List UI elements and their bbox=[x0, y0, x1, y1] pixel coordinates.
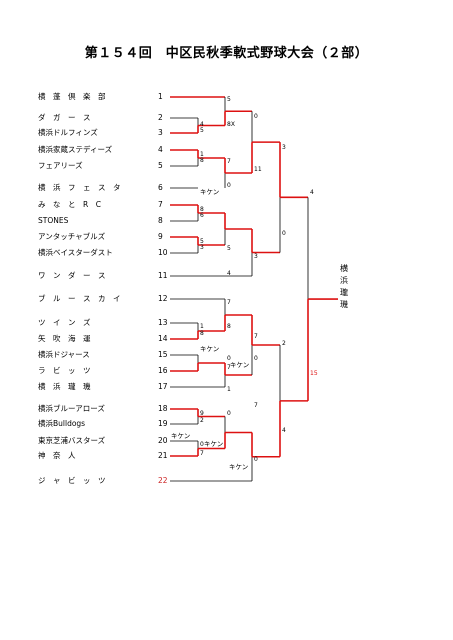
score-label: 0 bbox=[254, 355, 258, 362]
team-name: 神 奈 人 bbox=[38, 451, 76, 460]
forfeit-note: キケン bbox=[229, 463, 249, 471]
score-label: 0 bbox=[200, 441, 204, 448]
team-seed: 19 bbox=[158, 419, 168, 428]
score-label: 1 bbox=[200, 323, 204, 330]
team-seed: 15 bbox=[158, 350, 168, 359]
team-seed: 5 bbox=[158, 161, 163, 170]
forfeit-note: キケン bbox=[230, 361, 250, 369]
score-label: 6 bbox=[200, 212, 204, 219]
team-seed: 22 bbox=[158, 476, 168, 485]
team-name: 横浜ドジャース bbox=[38, 350, 90, 359]
team-name: 横浜家蔵ステディーズ bbox=[38, 145, 113, 154]
score-label: 8 bbox=[200, 330, 204, 337]
score-label: 1 bbox=[227, 386, 231, 393]
team-seed: 14 bbox=[158, 334, 168, 343]
score-label: 8 bbox=[200, 157, 204, 164]
forfeit-note: キケン bbox=[200, 345, 220, 353]
team-name: 横浜ベイスターダスト bbox=[38, 248, 113, 257]
score-label: 4 bbox=[227, 270, 231, 277]
team-name: 横浜ドルフィンズ bbox=[38, 128, 98, 137]
score-label: 0 bbox=[254, 456, 258, 463]
forfeit-note: キケン bbox=[204, 440, 224, 448]
team-name: フェアリーズ bbox=[38, 161, 83, 170]
team-name: ダ ガ ー ス bbox=[38, 113, 91, 122]
team-seed: 17 bbox=[158, 382, 168, 391]
team-seed: 1 bbox=[158, 92, 163, 101]
team-seed: 13 bbox=[158, 318, 168, 327]
score-label: 1 bbox=[200, 151, 204, 158]
score-label: 3 bbox=[282, 144, 286, 151]
score-label: 2 bbox=[200, 417, 204, 424]
score-label: 4 bbox=[310, 189, 314, 196]
score-label: 7 bbox=[227, 364, 231, 371]
team-seed: 21 bbox=[158, 451, 168, 460]
team-name: 横浜ブルーアローズ bbox=[38, 404, 105, 413]
score-label: 3 bbox=[254, 253, 258, 260]
page-title: 第１５４回 中区民秋季軟式野球大会（２部） bbox=[84, 46, 369, 61]
team-name: ブ ル ー ス カ イ bbox=[38, 294, 121, 303]
score-label: 0 bbox=[254, 113, 258, 120]
team-name: 横 浜 フ ェ ス タ bbox=[38, 183, 121, 192]
team-seed: 7 bbox=[158, 200, 163, 209]
team-name: 矢 吹 海 運 bbox=[38, 334, 91, 343]
team-name: 横浜Bulldogs bbox=[38, 419, 86, 428]
score-label: 0 bbox=[282, 230, 286, 237]
score-label: 7 bbox=[254, 402, 258, 409]
score-label: 5 bbox=[227, 96, 231, 103]
score-label: 5 bbox=[227, 245, 231, 252]
team-seed: 6 bbox=[158, 183, 163, 192]
score-label: 8 bbox=[227, 323, 231, 330]
team-seed: 3 bbox=[158, 128, 163, 137]
score-label: 15 bbox=[310, 370, 318, 377]
champion-name: 横浜瓏璣 bbox=[338, 263, 350, 311]
score-label: 8 bbox=[200, 206, 204, 213]
team-name: ラ ビ ッ ツ bbox=[38, 366, 91, 375]
score-label: 0 bbox=[227, 355, 231, 362]
team-seed: 10 bbox=[158, 248, 168, 257]
team-name: 横 浜 瓏 璣 bbox=[38, 382, 91, 391]
score-label: 2 bbox=[282, 340, 286, 347]
score-label: 7 bbox=[227, 299, 231, 306]
score-label: 7 bbox=[200, 450, 204, 457]
team-seed: 2 bbox=[158, 113, 163, 122]
team-seed: 4 bbox=[158, 145, 163, 154]
score-label: 7 bbox=[254, 333, 258, 340]
score-label: 0 bbox=[227, 410, 231, 417]
score-label: 7 bbox=[227, 158, 231, 165]
forfeit-note: キケン bbox=[171, 432, 191, 440]
team-name: ジ ャ ビ ッ ツ bbox=[38, 476, 106, 485]
score-label: 5 bbox=[200, 238, 204, 245]
team-name: 横 蓬 倶 楽 部 bbox=[38, 92, 106, 101]
score-label: 9 bbox=[200, 410, 204, 417]
team-name: ツ イ ン ズ bbox=[38, 318, 91, 327]
score-label: 4 bbox=[282, 427, 286, 434]
score-label: 5 bbox=[200, 127, 204, 134]
team-name: アンタッチャブルズ bbox=[38, 232, 106, 241]
team-seed: 12 bbox=[158, 294, 168, 303]
champion-char: 瓏 bbox=[340, 288, 348, 297]
champion-char: 横 bbox=[340, 264, 348, 273]
team-seed: 8 bbox=[158, 216, 163, 225]
score-label: 11 bbox=[254, 166, 262, 173]
team-seed: 20 bbox=[158, 436, 168, 445]
champion-char: 浜 bbox=[340, 276, 348, 285]
score-label: 8X bbox=[227, 121, 235, 128]
team-name: STONES bbox=[38, 216, 69, 225]
team-name: み な と R C bbox=[38, 200, 101, 209]
score-label: 4 bbox=[200, 121, 204, 128]
team-seed: 9 bbox=[158, 232, 163, 241]
score-label: 0 bbox=[227, 182, 231, 189]
score-label: 3 bbox=[200, 244, 204, 251]
team-seed: 16 bbox=[158, 366, 168, 375]
team-seed: 11 bbox=[158, 271, 168, 280]
team-name: 東京芝浦バスターズ bbox=[38, 436, 106, 445]
team-seed: 18 bbox=[158, 404, 168, 413]
champion-char: 璣 bbox=[340, 300, 348, 309]
team-name: ワ ン ダ ー ス bbox=[38, 271, 106, 280]
forfeit-note: キケン bbox=[200, 188, 220, 196]
